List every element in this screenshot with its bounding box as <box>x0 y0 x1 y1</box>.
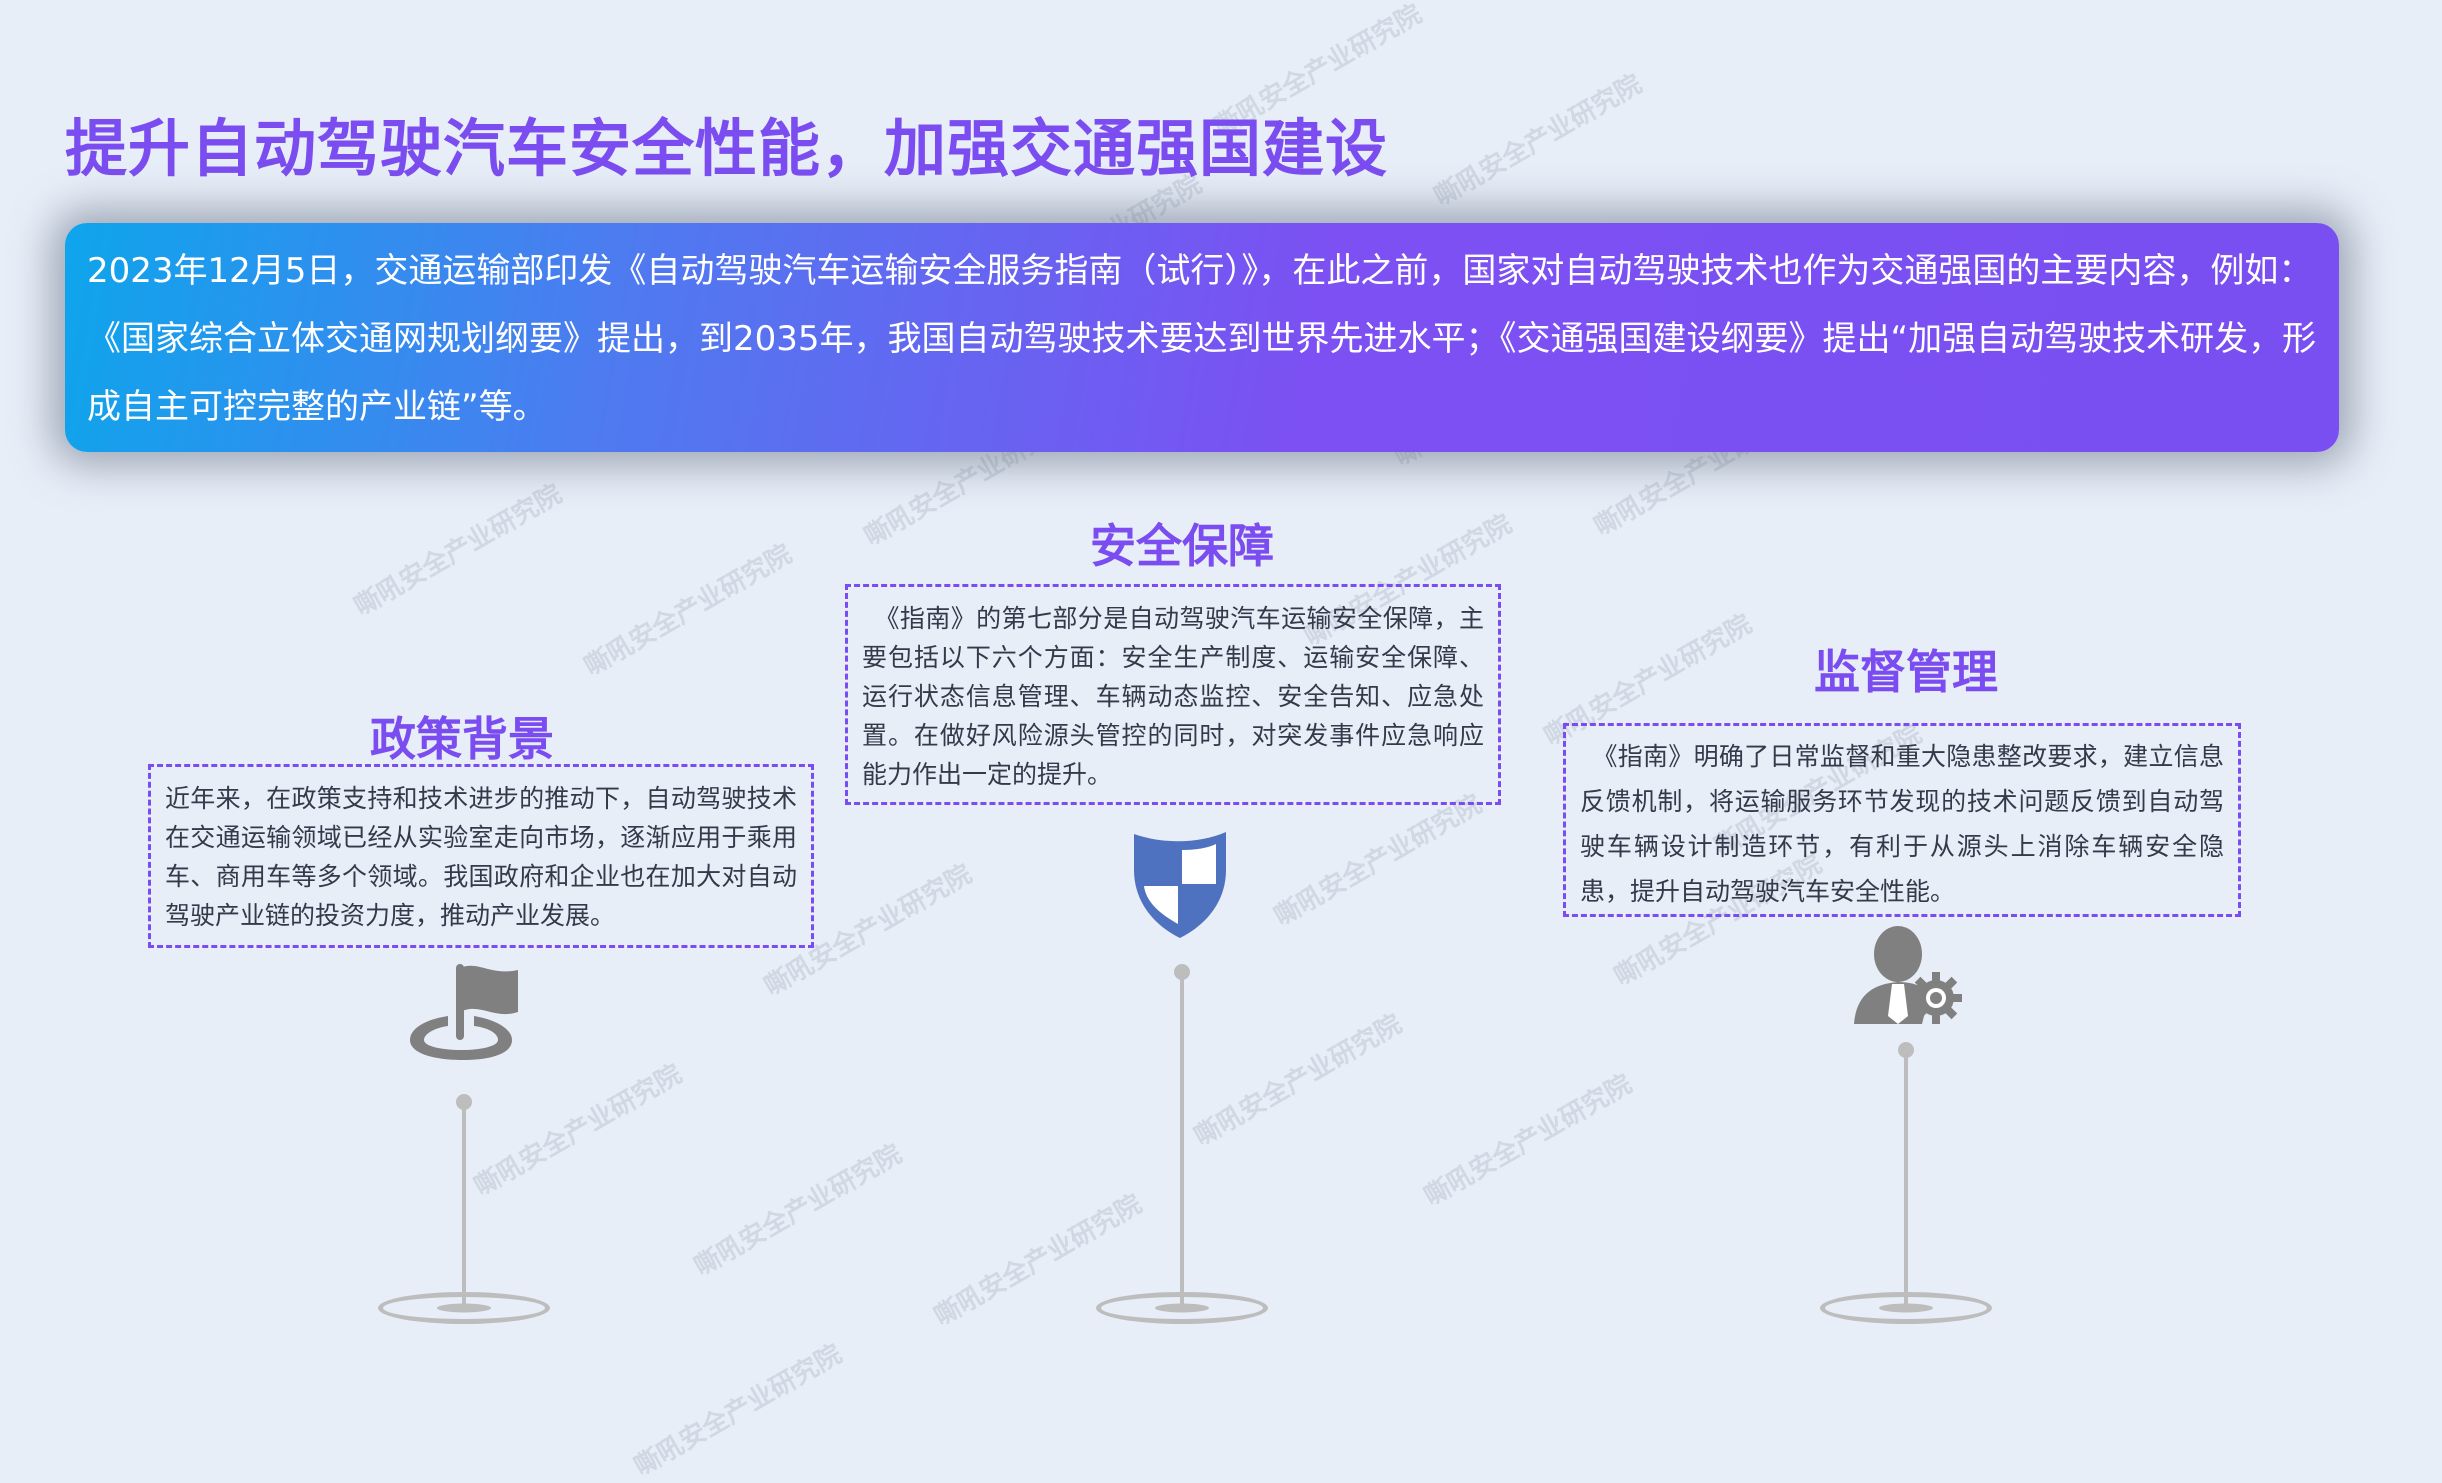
page-title: 提升自动驾驶汽车安全性能，加强交通强国建设 <box>65 112 1389 185</box>
watermark-text: 嘶吼安全产业研究院 <box>1189 1009 1408 1153</box>
watermark-text: 嘶吼安全产业研究院 <box>469 1059 688 1203</box>
flag-icon <box>410 964 518 1060</box>
section-text-supervision: 《指南》明确了日常监督和重大隐患整改要求，建立信息反馈机制，将运输服务环节发现的… <box>1563 723 2241 917</box>
intro-banner: 2023年12月5日，交通运输部印发《自动驾驶汽车运输安全服务指南（试行）》，在… <box>65 223 2339 452</box>
timeline-pole <box>462 1102 466 1308</box>
timeline-base <box>1096 1292 1268 1324</box>
timeline-pole <box>1180 972 1184 1308</box>
section-heading-safety: 安全保障 <box>1090 519 1274 573</box>
manager-gear-icon <box>1854 926 1962 1024</box>
timeline-base <box>378 1292 550 1324</box>
section-heading-supervision: 监督管理 <box>1814 645 1998 699</box>
watermark-text: 嘶吼安全产业研究院 <box>1419 1069 1638 1213</box>
timeline-pole <box>1904 1050 1908 1308</box>
shield-icon <box>1134 832 1226 938</box>
watermark-text: 嘶吼安全产业研究院 <box>689 1139 908 1283</box>
section-text-safety: 《指南》的第七部分是自动驾驶汽车运输安全保障，主要包括以下六个方面：安全生产制度… <box>845 584 1501 805</box>
watermark-text: 嘶吼安全产业研究院 <box>579 539 798 683</box>
watermark-text: 嘶吼安全产业研究院 <box>629 1339 848 1483</box>
watermark-text: 嘶吼安全产业研究院 <box>349 479 568 623</box>
timeline-base <box>1820 1292 1992 1324</box>
section-text-policy: 近年来，在政策支持和技术进步的推动下，自动驾驶技术在交通运输领域已经从实验室走向… <box>148 764 814 948</box>
intro-text: 2023年12月5日，交通运输部印发《自动驾驶汽车运输安全服务指南（试行）》，在… <box>87 251 2317 427</box>
watermark-text: 嘶吼安全产业研究院 <box>1429 69 1648 213</box>
section-heading-policy: 政策背景 <box>370 712 554 766</box>
watermark-text: 嘶吼安全产业研究院 <box>1269 789 1488 933</box>
